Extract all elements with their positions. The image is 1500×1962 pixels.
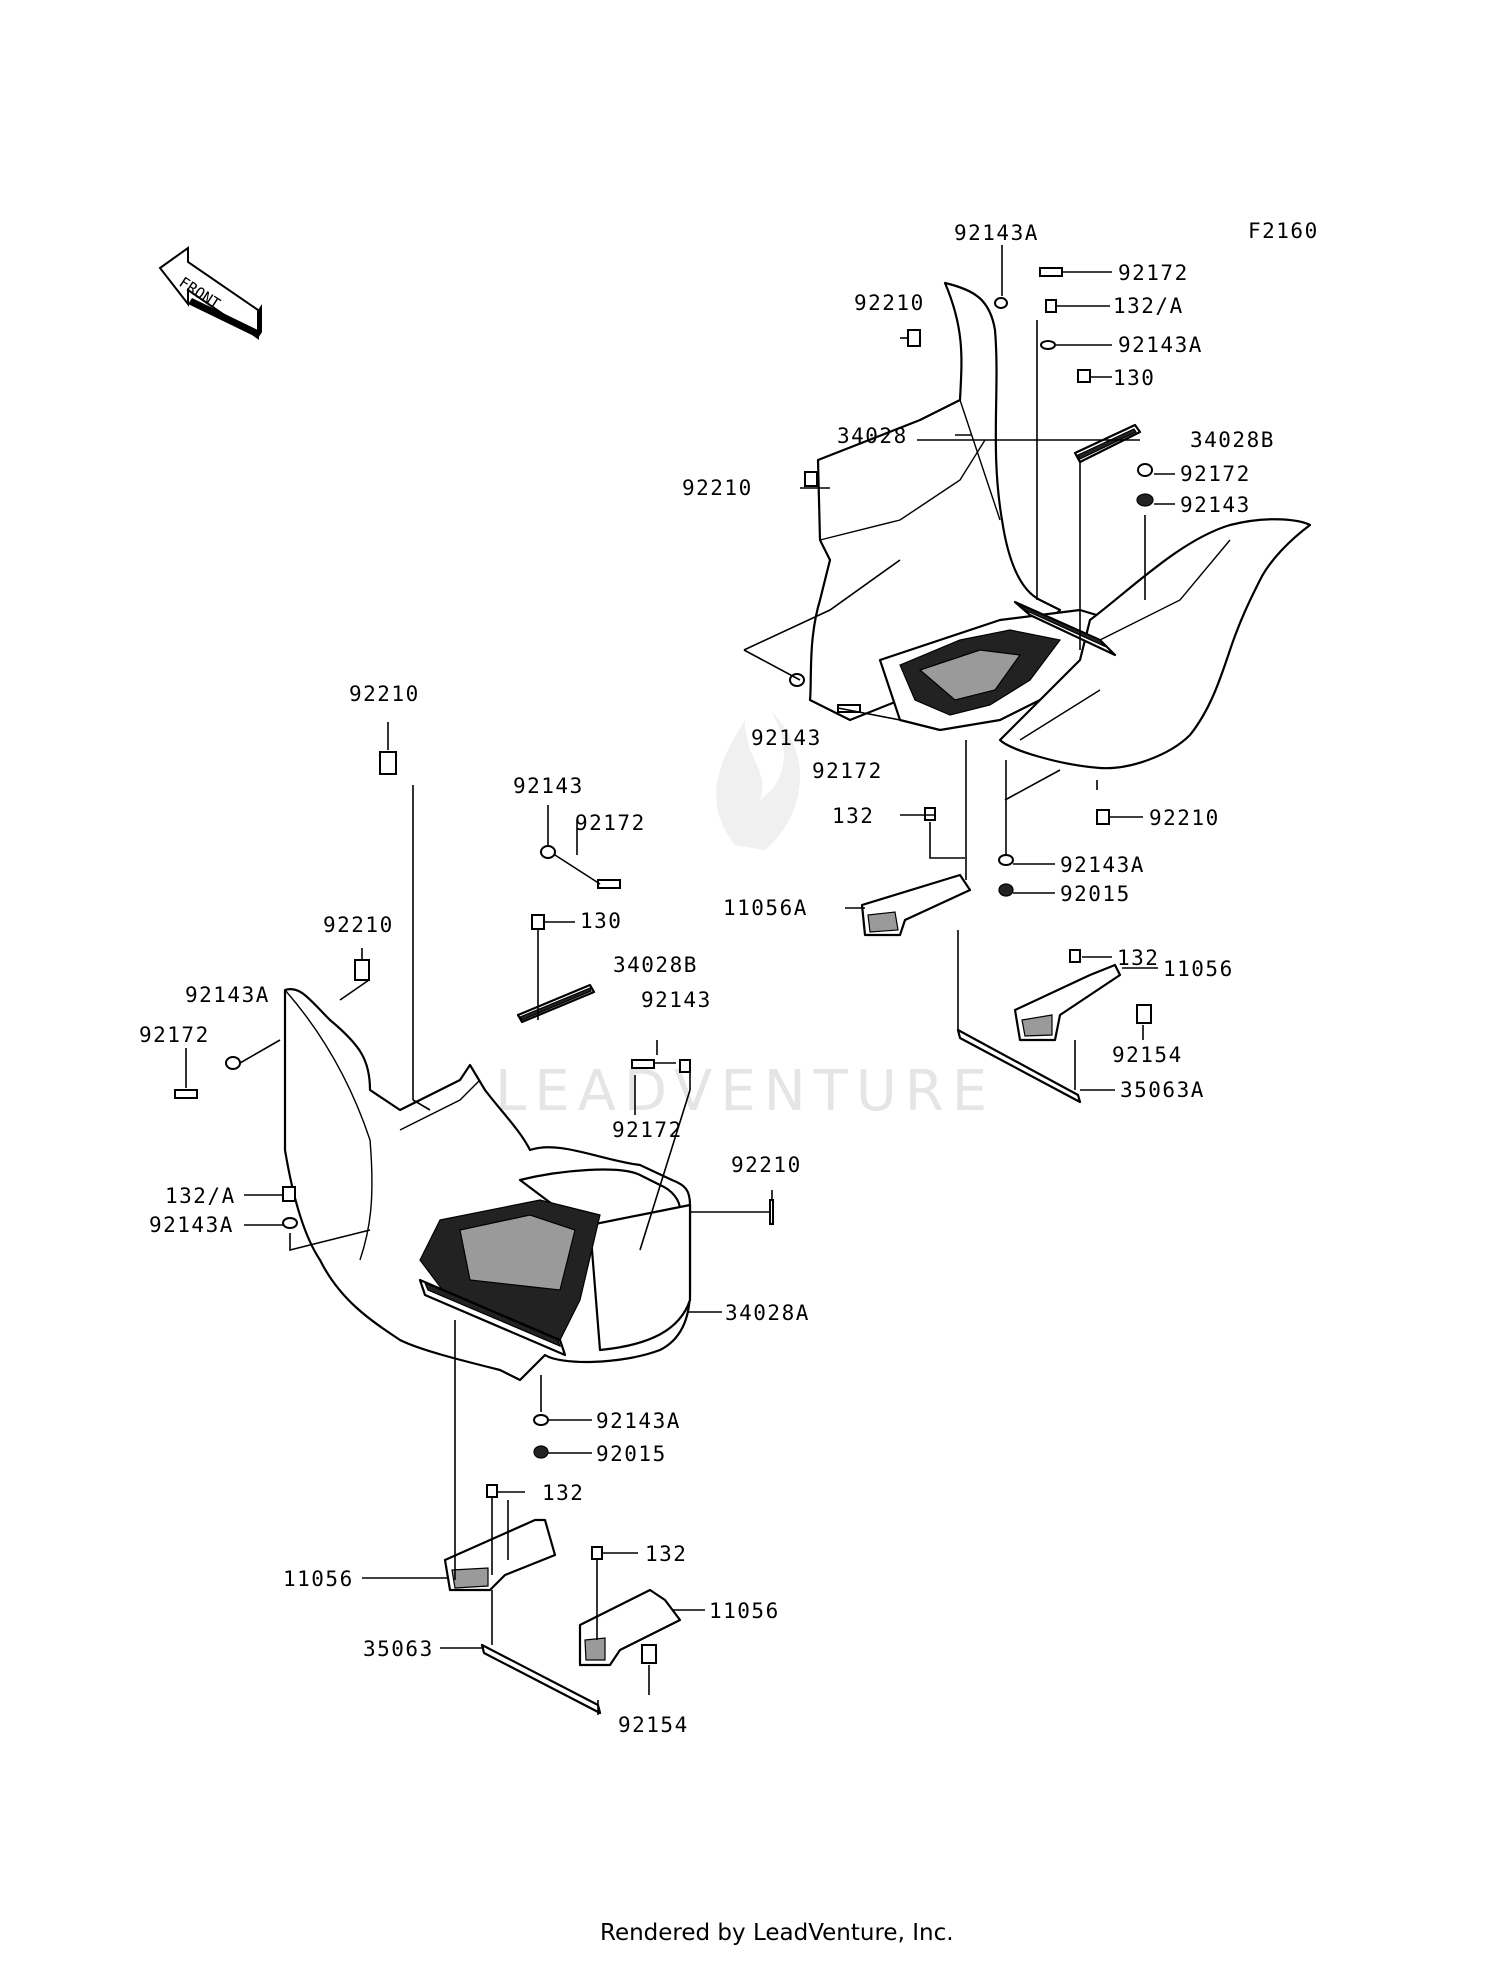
callout-34028B: 34028B (1190, 428, 1275, 452)
callout-92154: 92154 (1112, 1043, 1183, 1067)
figure-code: F2160 (1248, 219, 1319, 243)
callout-11056A: 11056A (723, 896, 808, 920)
callout-92143A-top: 92143A (954, 221, 1039, 245)
callout-35063: 35063 (363, 1637, 434, 1661)
callout-92210-low: 92210 (1149, 806, 1220, 830)
callout-92210-mid: 92210 (682, 476, 753, 500)
callout-92143-mid: 92143 (1180, 493, 1251, 517)
right-callouts: 92143A 92172 92210 132/A 92143A 130 3402… (682, 221, 1275, 1102)
callout-132: 132 (832, 804, 874, 828)
callout-11056: 11056 (1163, 957, 1234, 981)
callout-132A-left: 132/A (165, 1184, 236, 1208)
callout-34028: 34028 (837, 424, 908, 448)
callout-34028A: 34028A (725, 1301, 810, 1325)
callout-92143A-low: 92143A (1060, 853, 1145, 877)
callout-92015-left: 92015 (596, 1442, 667, 1466)
front-arrow-icon: FRONT (158, 246, 262, 340)
watermark: LEADVENTURE (495, 710, 995, 1124)
callout-92172-left-top: 92172 (575, 811, 646, 835)
callout-92172-top: 92172 (1118, 261, 1189, 285)
callout-130: 130 (1113, 366, 1155, 390)
callout-92172-mid: 92172 (1180, 462, 1251, 486)
callout-11056-b-left: 11056 (709, 1599, 780, 1623)
callout-132A: 132/A (1113, 294, 1184, 318)
watermark-text: LEADVENTURE (495, 1059, 995, 1124)
callout-92015: 92015 (1060, 882, 1131, 906)
callout-92210-top: 92210 (854, 291, 925, 315)
callout-92210-right-left: 92210 (731, 1153, 802, 1177)
callout-34028B-left: 34028B (613, 953, 698, 977)
callout-132-b-left: 132 (645, 1542, 687, 1566)
callout-92172-b-left: 92172 (612, 1118, 683, 1142)
callout-130-left: 130 (580, 909, 622, 933)
callout-92172-far-left: 92172 (139, 1023, 210, 1047)
callout-92143A-c-left: 92143A (596, 1409, 681, 1433)
callout-35063A: 35063A (1120, 1078, 1205, 1102)
callout-92210-mid-left: 92210 (323, 913, 394, 937)
callout-92154-left: 92154 (618, 1713, 689, 1737)
callout-92143A-left: 92143A (185, 983, 270, 1007)
footer-credit: Rendered by LeadVenture, Inc. (600, 1920, 954, 1946)
callout-92172-low: 92172 (812, 759, 883, 783)
callout-92143-low: 92143 (751, 726, 822, 750)
callout-11056-a-left: 11056 (283, 1567, 354, 1591)
callout-132-b: 132 (1117, 946, 1159, 970)
callout-92143-left: 92143 (513, 774, 584, 798)
right-footboard-assembly (743, 245, 1312, 1104)
left-callouts: 92210 92143 92172 130 92210 34028B 92143… (139, 682, 810, 1737)
callout-92210-top-left: 92210 (349, 682, 420, 706)
callout-92143A-2: 92143A (1118, 333, 1203, 357)
callout-132-a-left: 132 (542, 1481, 584, 1505)
left-footboard-assembly (174, 722, 774, 1715)
callout-92143A-b-left: 92143A (149, 1213, 234, 1237)
callout-92143-b-left: 92143 (641, 988, 712, 1012)
